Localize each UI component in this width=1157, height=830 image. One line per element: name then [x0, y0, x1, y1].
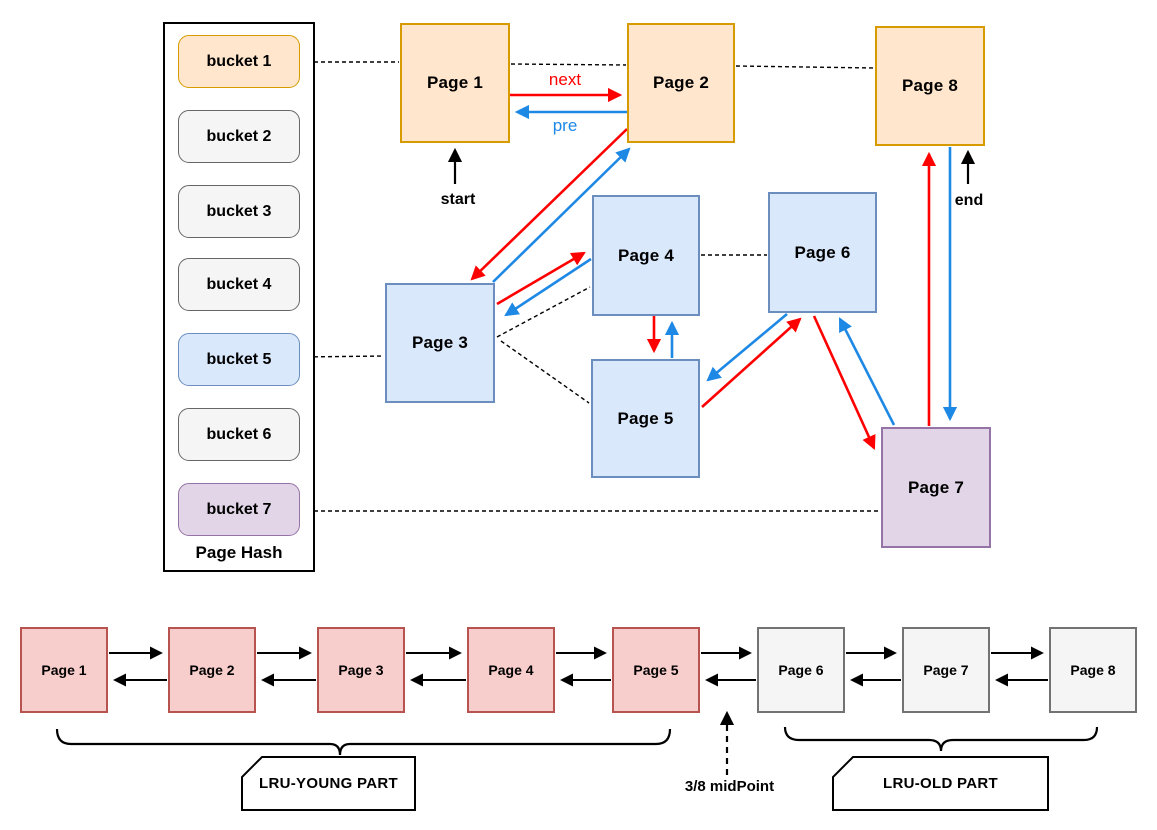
- lru-old-part-label: LRU-OLD PART: [883, 775, 998, 792]
- bucket-label: bucket 2: [206, 127, 272, 145]
- hash-link-page1-page2: [510, 63, 627, 66]
- page-label: Page 4: [617, 245, 674, 265]
- bucket-label: bucket 3: [206, 202, 272, 220]
- next-edge-p6-p7: [812, 315, 876, 450]
- start-end-arrows: [447, 147, 976, 184]
- page-label: Page 2: [189, 662, 235, 678]
- page-label: Page 3: [411, 333, 468, 352]
- midpoint-label: 3/8 midPoint: [684, 778, 775, 795]
- bucket-item-7: bucket 7: [178, 483, 300, 536]
- bucket-item-4: bucket 4: [178, 258, 300, 311]
- page-label: Page 1: [41, 662, 87, 678]
- page-label: Page 8: [901, 76, 958, 95]
- hash-link-page3-page5: [500, 340, 590, 404]
- page-label: Page 5: [633, 662, 679, 678]
- bucket-item-6: bucket 6: [178, 408, 300, 461]
- page-label: Page 7: [907, 477, 964, 497]
- bucket-label: bucket 1: [206, 52, 272, 70]
- page-label: Page 6: [794, 242, 851, 262]
- pre-edge-p3-p2: [492, 147, 631, 283]
- lru-page-2: Page 2: [168, 627, 256, 713]
- hash-page-6: Page 6: [768, 192, 877, 313]
- hash-page-5: Page 5: [591, 359, 700, 478]
- hash-page-3: Page 3: [385, 283, 495, 403]
- bucket-item-3: bucket 3: [178, 185, 300, 238]
- page-label: Page 1: [426, 73, 483, 92]
- page-label: Page 5: [617, 408, 674, 428]
- lru-page-8: Page 8: [1049, 627, 1137, 713]
- page-label: Page 7: [923, 662, 969, 678]
- next-edge-p3-p4: [496, 251, 586, 306]
- bucket-label: bucket 5: [206, 350, 272, 368]
- lru-young-part-label: LRU-YOUNG PART: [259, 775, 398, 792]
- page-label: Page 4: [488, 662, 534, 678]
- hash-link-page3-page4: [496, 286, 591, 338]
- pre-edge-p7-p6: [838, 317, 896, 426]
- page-label: Page 8: [1070, 662, 1116, 678]
- young-part-brace: [55, 728, 672, 756]
- lru-page-4: Page 4: [467, 627, 555, 713]
- bucket-label: bucket 6: [206, 425, 272, 443]
- hash-page-2: Page 2: [627, 23, 735, 143]
- pre-edge-p4-p3: [504, 257, 592, 317]
- lru-page-7: Page 7: [902, 627, 990, 713]
- lru-page-5: Page 5: [612, 627, 700, 713]
- page-label: Page 6: [778, 662, 824, 678]
- start-label: start: [440, 191, 476, 208]
- hash-chain-links: [299, 61, 880, 512]
- page-label: Page 3: [338, 662, 384, 678]
- hash-link-page2-page8: [735, 65, 875, 69]
- hash-page-7: Page 7: [881, 427, 991, 548]
- old-part-brace: [783, 726, 1099, 752]
- bucket-item-1: bucket 1: [178, 35, 300, 88]
- hash-page-1: Page 1: [400, 23, 510, 143]
- page-hash-title: Page Hash: [195, 543, 283, 562]
- bucket-label: bucket 4: [206, 275, 272, 293]
- next-edge-label: next: [548, 70, 582, 89]
- page-label: Page 2: [652, 73, 709, 92]
- young-part-plaque: [241, 756, 416, 811]
- next-edge-p5-p6: [701, 317, 802, 408]
- lru-page-3: Page 3: [317, 627, 405, 713]
- next-pointer-edges: [470, 87, 937, 450]
- end-label: end: [954, 192, 984, 209]
- hash-page-4: Page 4: [592, 195, 700, 316]
- bucket-label: bucket 7: [206, 500, 272, 518]
- lru-page-6: Page 6: [757, 627, 845, 713]
- hash-page-8: Page 8: [875, 26, 985, 146]
- bucket-item-2: bucket 2: [178, 110, 300, 163]
- pre-edge-p6-p5: [706, 313, 788, 382]
- pre-edge-label: pre: [552, 116, 578, 135]
- bucket-item-5: bucket 5: [178, 333, 300, 386]
- old-part-plaque: [832, 756, 1049, 811]
- pre-pointer-edges: [492, 104, 958, 426]
- lru-page-1: Page 1: [20, 627, 108, 713]
- next-edge-p2-p3: [470, 128, 628, 281]
